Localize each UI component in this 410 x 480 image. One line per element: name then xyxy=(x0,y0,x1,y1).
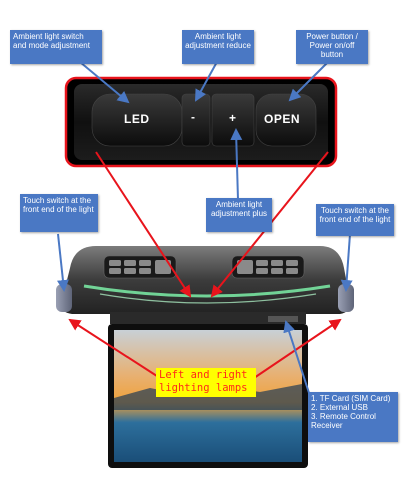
port-item-tf-card: 1. TF Card (SIM Card) xyxy=(311,394,391,403)
callout-power: Power button / Power on/off button xyxy=(296,30,368,64)
plus-key-label: + xyxy=(229,111,237,125)
open-key-label: OPEN xyxy=(264,112,301,126)
callout-touch-right: Touch switch at the front end of the lig… xyxy=(316,204,394,236)
callout-plus: Ambient light adjustment plus xyxy=(206,198,272,232)
cluster-keys xyxy=(109,260,298,274)
minus-key xyxy=(181,93,211,147)
open-key xyxy=(255,93,317,147)
device-illustration xyxy=(56,246,354,324)
pointer-ports xyxy=(283,320,311,397)
lamp-arrow-right xyxy=(253,318,342,379)
screen-hinge xyxy=(110,312,306,324)
pointer-power xyxy=(288,59,331,102)
port-slot xyxy=(268,316,298,322)
lighting-lamps-banner: Left and right lighting lamps xyxy=(156,368,256,397)
pointer-reduce xyxy=(195,59,219,102)
callout-ports: 1. TF Card (SIM Card) 2. External USB 3.… xyxy=(308,392,398,442)
led-key-label: LED xyxy=(124,112,150,126)
control-panel-zoom xyxy=(64,76,338,168)
blue-pointers xyxy=(56,59,353,397)
plus-key xyxy=(211,93,255,147)
banner-line-2: lighting lamps xyxy=(159,382,248,394)
callout-mode-switch: Ambient light switch and mode adjustment xyxy=(10,30,102,64)
port-item-remote: 3. Remote Control Receiver xyxy=(311,412,376,430)
ambient-light-strip xyxy=(83,284,331,298)
minus-key-label: - xyxy=(191,110,196,124)
zoom-arrow-left xyxy=(95,151,192,298)
lamp-arrow-left xyxy=(68,318,161,379)
pointer-plus xyxy=(230,128,243,201)
banner-line-1: Left and right xyxy=(159,369,248,381)
pointer-touch-right xyxy=(340,233,353,292)
device-housing xyxy=(61,246,351,314)
pointer-mode-switch xyxy=(79,61,130,104)
port-item-usb: 2. External USB xyxy=(311,403,368,412)
ambient-light-glow xyxy=(99,293,317,304)
callout-reduce: Ambient light adjustment reduce xyxy=(182,30,254,64)
callout-touch-left: Touch switch at the front end of the lig… xyxy=(20,194,98,232)
pointer-touch-left xyxy=(56,233,69,292)
